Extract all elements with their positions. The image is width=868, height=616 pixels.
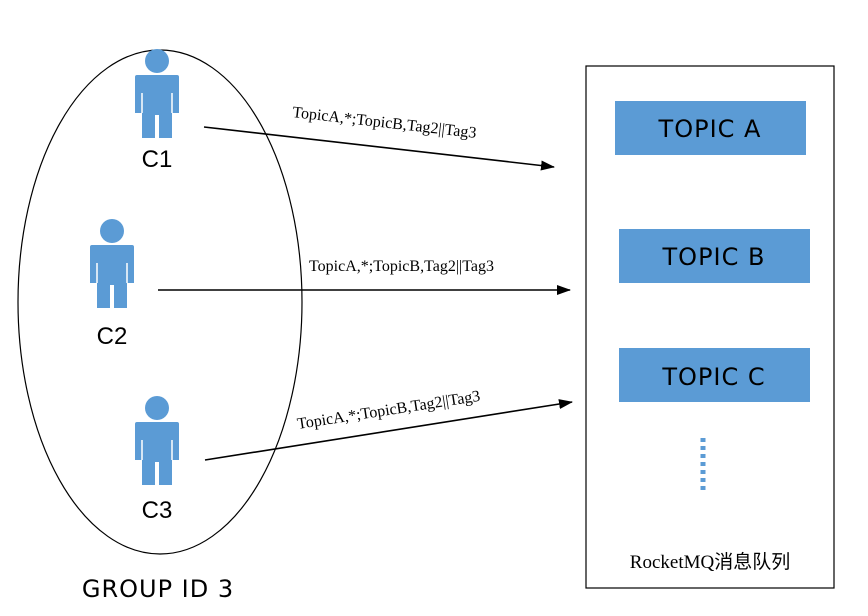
subscription-label-c3: TopicA,*;TopicB,Tag2||Tag3 xyxy=(296,388,481,433)
topic-box-a xyxy=(615,101,806,155)
message-queue-label: RocketMQ消息队列 xyxy=(630,551,790,573)
consumer-label-c3: C3 xyxy=(142,497,173,524)
topic-label-a: TOPIC A xyxy=(658,115,762,143)
subscription-arrow-c3 xyxy=(204,399,573,461)
person-icon xyxy=(90,219,134,308)
topic-label-c: TOPIC C xyxy=(661,363,765,391)
group-id-label: GROUP ID 3 xyxy=(82,575,234,603)
consumer-label-c1: C1 xyxy=(142,146,173,173)
subscription-arrow-c1 xyxy=(203,126,555,171)
subscription-label-c1: TopicA,*;TopicB,Tag2||Tag3 xyxy=(292,104,478,142)
consumer-label-c2: C2 xyxy=(97,323,128,350)
topic-box-b xyxy=(619,229,810,283)
topic-label-b: TOPIC B xyxy=(662,243,766,271)
subscription-label-c2: TopicA,*;TopicB,Tag2||Tag3 xyxy=(309,258,494,275)
person-icon xyxy=(135,396,179,485)
person-icon xyxy=(135,49,179,138)
topic-box-c xyxy=(619,348,810,402)
